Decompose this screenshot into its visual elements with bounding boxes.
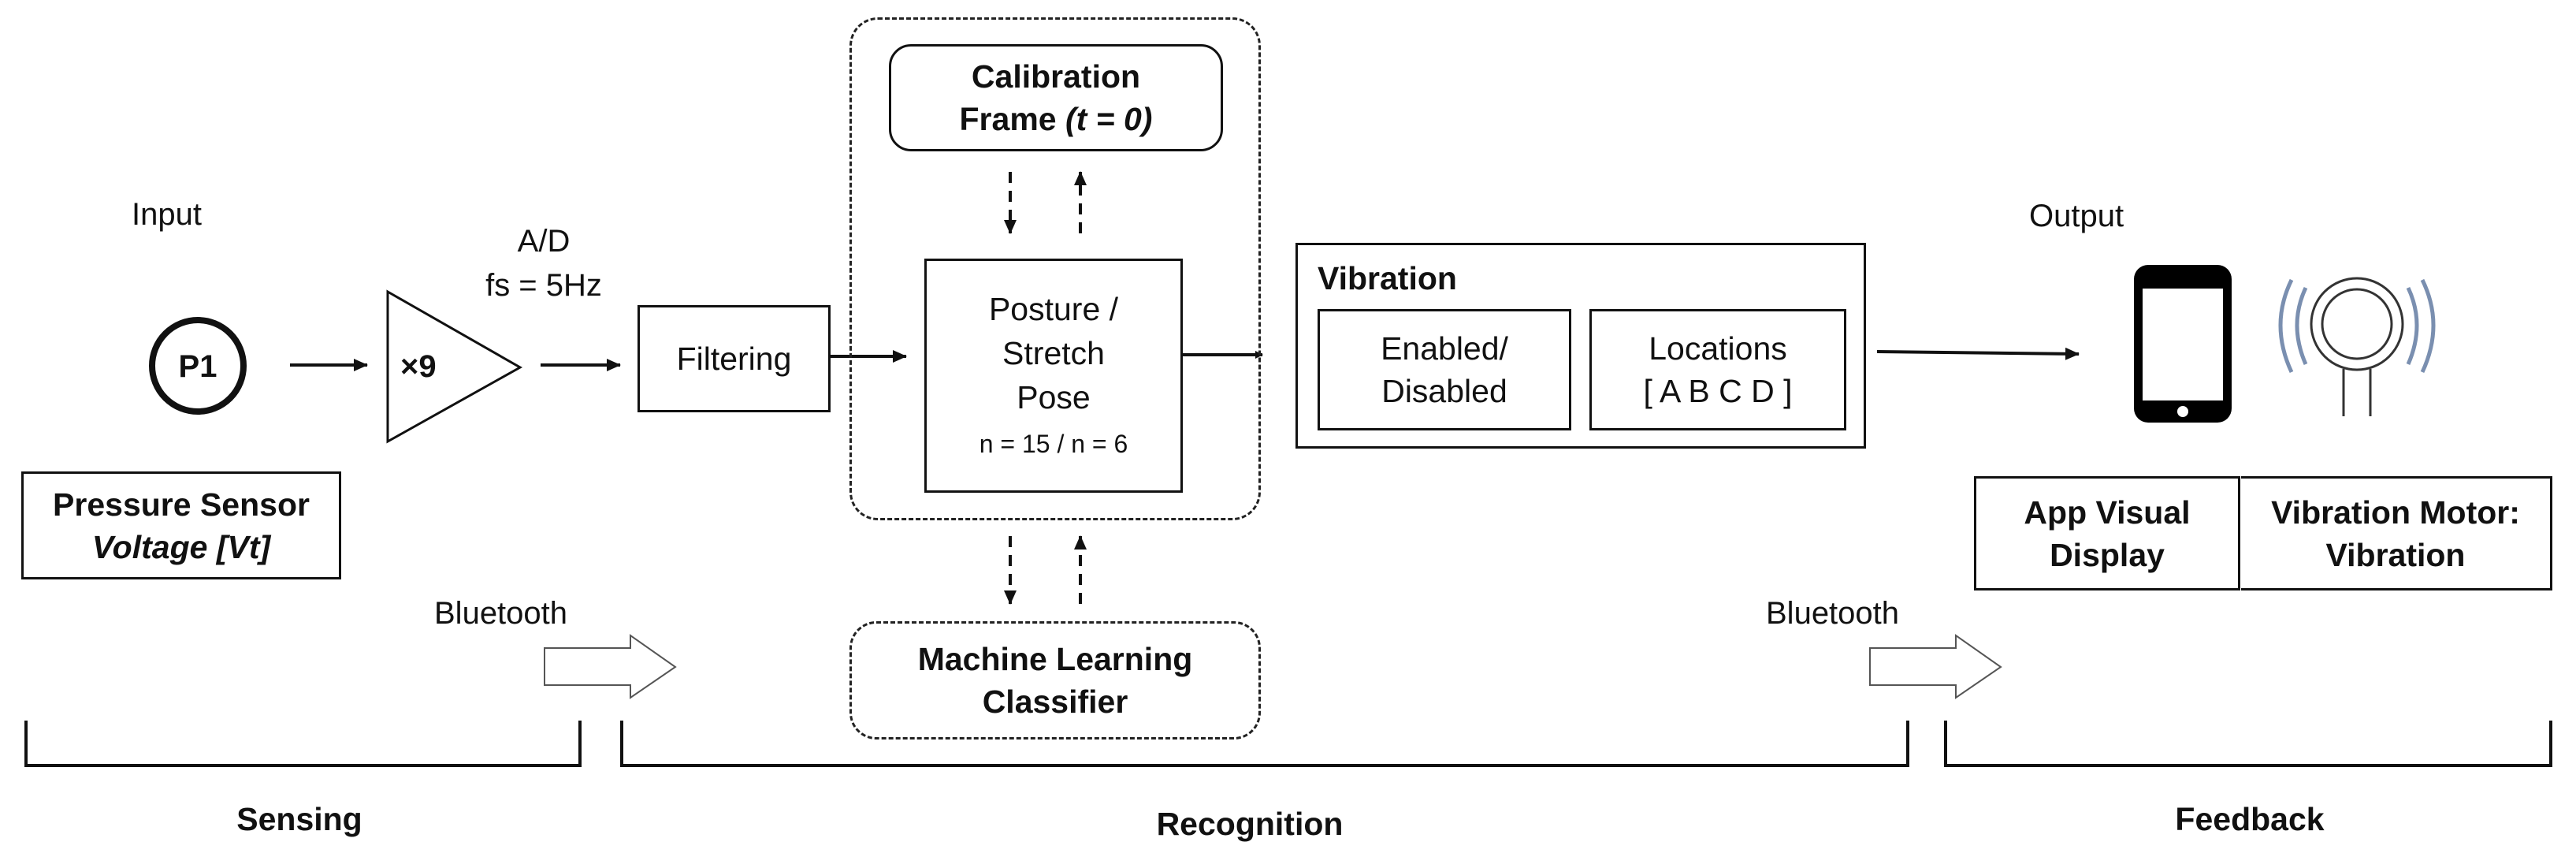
sensor-symbol-label: P1 (178, 349, 217, 384)
calibration-title: Calibration (971, 58, 1141, 95)
pressure-sensor-box: Pressure Sensor Voltage [Vt] (21, 471, 341, 579)
ml-classifier-box: Machine Learning Classifier (849, 621, 1261, 739)
posture-pose-box: Posture / Stretch Pose n = 15 / n = 6 (924, 259, 1183, 493)
bluetooth-arrow-icon-left (544, 634, 677, 699)
app-display-line1: App Visual (2024, 494, 2191, 531)
posture-line3: Pose (1017, 378, 1091, 415)
posture-line1: Posture / (988, 290, 1119, 327)
recognition-dashed-container (849, 17, 1261, 520)
ml-classifier-line1: Machine Learning (917, 641, 1193, 677)
app-visual-display-box: App Visual Display (1974, 476, 2240, 590)
ml-classifier-line2: Classifier (982, 684, 1128, 720)
posture-line2: Stretch (1002, 334, 1105, 371)
adc-line1: A/D (517, 224, 571, 259)
vibration-motor-line2: Vibration (2325, 536, 2466, 573)
pressure-sensor-title: Pressure Sensor (53, 486, 310, 523)
calibration-time: (t = 0) (1065, 101, 1153, 137)
app-display-line2: Display (2050, 536, 2165, 573)
sensing-bracket (24, 721, 582, 767)
vibration-locations-line2: [ A B C D ] (1643, 373, 1793, 409)
vibration-locations-box: Locations [ A B C D ] (1589, 309, 1846, 430)
filtering-box: Filtering (637, 305, 831, 412)
pressure-sensor-symbol (149, 317, 247, 415)
output-heading: Output (2029, 199, 2124, 233)
vibration-title: Vibration (1318, 260, 1457, 296)
bluetooth-label-right: Bluetooth (1766, 596, 1900, 631)
stage-label-sensing: Sensing (236, 801, 362, 837)
adc-label: A/D fs = 5Hz (465, 219, 623, 307)
posture-classes: n = 15 / n = 6 (979, 429, 1128, 458)
arrow-vibration-to-output (1876, 347, 2080, 360)
bluetooth-arrow-icon-right (1869, 634, 2002, 699)
stage-label-feedback: Feedback (2175, 801, 2325, 837)
stage-label-recognition: Recognition (1156, 806, 1344, 842)
vibration-motor-icon (2278, 277, 2436, 416)
calibration-frame-line: Frame (t = 0) (960, 98, 1153, 140)
amplifier-triangle (386, 289, 523, 444)
smartphone-icon (2134, 265, 2232, 423)
vibration-enabled-line2: Disabled (1381, 373, 1507, 409)
amplifier-gain-label: ×9 (400, 349, 437, 384)
pressure-sensor-voltage: Voltage [Vt] (91, 528, 271, 565)
calibration-frame-word: Frame (959, 101, 1065, 137)
input-heading: Input (132, 197, 202, 232)
feedback-bracket (1944, 721, 2552, 767)
vibration-motor-line1: Vibration Motor: (2271, 494, 2520, 531)
bluetooth-label-left: Bluetooth (434, 596, 568, 631)
filtering-label: Filtering (676, 340, 792, 377)
vibration-enabled-box: Enabled/ Disabled (1318, 309, 1571, 430)
recognition-bracket (620, 721, 1909, 767)
vibration-locations-line1: Locations (1649, 330, 1787, 367)
vibration-enabled-line1: Enabled/ (1381, 330, 1508, 367)
adc-sample-rate: fs = 5Hz (485, 268, 602, 303)
calibration-frame-box: Calibration Frame (t = 0) (889, 44, 1223, 151)
vibration-motor-box: Vibration Motor: Vibration (2241, 476, 2552, 590)
